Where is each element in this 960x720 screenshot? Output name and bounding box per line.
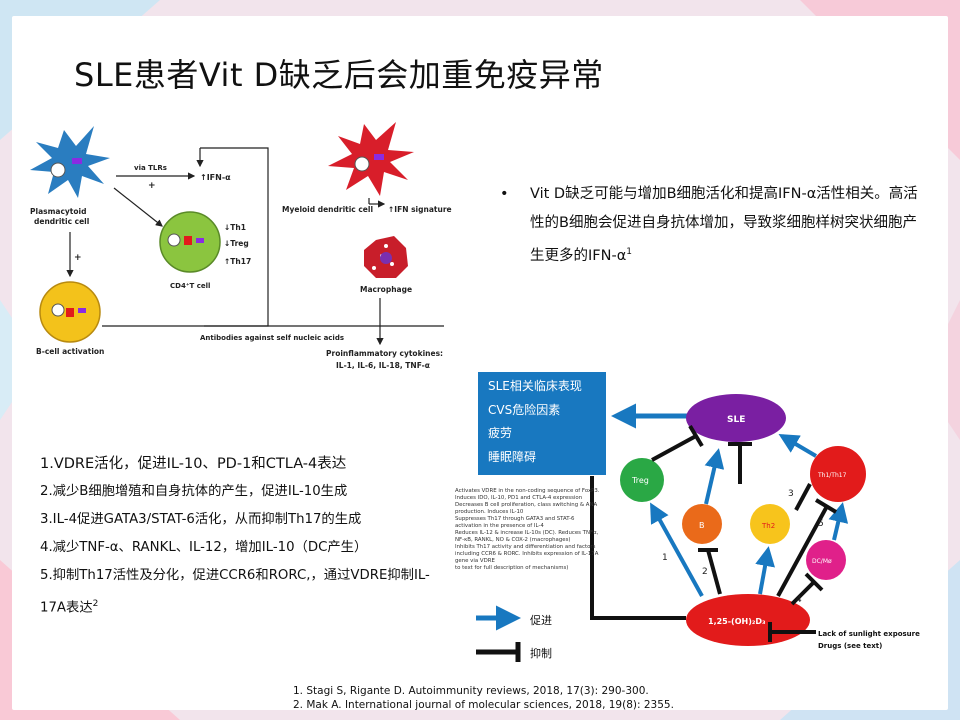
plus-sign-2: +	[74, 253, 82, 263]
mechanism-list: 1.VDRE活化，促进IL-10、PD-1和CTLA-4表达 2.减少B细胞增殖…	[40, 450, 445, 622]
mechanism-item-5: 5.抑制Th17活性及分化，促进CCR6和RORC,，通过VDRE抑制IL-17…	[40, 568, 430, 616]
detail-line: including CCR6 & RORC. Inhibits expressi…	[455, 551, 599, 557]
dc-mo-node	[806, 540, 846, 580]
myeloid-dc-label: Myeloid dendritic cell	[282, 205, 373, 214]
mech-num-2: 2	[702, 567, 708, 577]
detail-line: gene via VDRE	[455, 558, 495, 564]
th1-th17-label: Th1/Th17	[817, 472, 847, 479]
sle-node	[686, 394, 786, 442]
th17-label: ↑Th17	[224, 257, 251, 266]
detail-line: Induces IDO, IL-10, PD1 and CTLA-4 expre…	[455, 495, 583, 501]
detail-line: Inhibits Th17 activity and differentiati…	[455, 544, 596, 550]
bullet-sup: 1	[626, 247, 632, 257]
ifn-signature-label: ↑IFN signature	[388, 205, 452, 214]
ifn-alpha-label: ↑IFN-α	[200, 173, 231, 182]
mech-num-4: 4	[796, 595, 802, 605]
mech-num-3: 3	[788, 489, 794, 499]
plasmacytoid-dc-icon	[30, 126, 110, 198]
detail-line: Decreases B cell proliferation, class sw…	[455, 502, 598, 508]
th2-node	[750, 504, 790, 544]
vitd-mechanism-diagram: SLE Treg B Th2 Th1/Th17 DC/Mø 1,25-(OH)₂…	[476, 394, 920, 662]
pdc-label-2: dendritic cell	[34, 217, 89, 226]
bullet-text: Vit D缺乏可能与增加B细胞活化和提高IFN-α活性相关。高活性的B细胞会促进…	[530, 186, 918, 264]
detail-line: NF-κB, RANKL, NO & COX-2 (macrophages)	[455, 537, 571, 543]
legend-inhibit-label: 抑制	[530, 647, 552, 660]
th1-th17-node	[810, 446, 866, 502]
detail-line: activation in the presence of IL-4	[455, 523, 544, 529]
references: 1. Stagi S, Rigante D. Autoimmunity revi…	[293, 684, 674, 712]
macrophage-icon	[364, 236, 408, 278]
macrophage-label: Macrophage	[360, 285, 412, 294]
sle-clinical-line-1: SLE相关临床表现	[488, 379, 582, 393]
reference-1: 1. Stagi S, Rigante D. Autoimmunity revi…	[293, 685, 649, 697]
detail-line: Activates VDRE in the non-coding sequenc…	[455, 488, 600, 494]
drugs-label: Drugs (see text)	[818, 642, 882, 650]
mechanism-item-3: 3.IL-4促进GATA3/STAT-6活化，从而抑制Th17的生成	[40, 512, 362, 527]
detail-line: to text for full description of mechanis…	[455, 565, 569, 571]
b-activation-label: B-cell activation	[36, 347, 104, 356]
sle-clinical-line-3: 疲劳	[488, 426, 513, 440]
sle-clinical-line-2: CVS危险因素	[488, 402, 561, 417]
treg-label: ↓Treg	[224, 239, 249, 248]
detail-line: Suppresses Th17 through GATA3 and STAT-6	[455, 516, 575, 522]
myeloid-dc-icon	[328, 122, 414, 196]
lack-sunlight-label: Lack of sunlight exposure	[818, 630, 920, 638]
mechanism-item-4: 4.减少TNF-α、RANKL、IL-12，增加IL-10（DC产生）	[40, 540, 368, 555]
pdc-label-1: Plasmacytoid	[30, 207, 86, 216]
treg-node	[620, 458, 664, 502]
detail-line: Reduces IL-12 & increase IL-10s (DC). Re…	[455, 530, 599, 536]
mech-num-1: 1	[662, 553, 668, 563]
b-node	[682, 504, 722, 544]
b-node-label: B	[699, 521, 705, 530]
mechanism-item-2: 2.减少B细胞增殖和自身抗体的产生，促进IL-10生成	[40, 484, 348, 499]
treg-node-label: Treg	[631, 476, 649, 485]
bullet-dot: •	[500, 186, 509, 202]
slide-card	[12, 16, 948, 710]
reference-2: 2. Mak A. International journal of molec…	[293, 699, 674, 711]
mech-num-5: 5	[818, 519, 824, 529]
mechanism-item-1: 1.VDRE活化，促进IL-10、PD-1和CTLA-4表达	[40, 456, 347, 472]
mechanism-detail-text: Activates VDRE in the non-coding sequenc…	[455, 488, 603, 572]
vitd-label: 1,25-(OH)₂D₃	[708, 617, 766, 626]
cytokines-label-1: Proinflammatory cytokines:	[326, 349, 443, 358]
slide-title: SLE患者Vit D缺乏后会加重免疫异常	[74, 56, 604, 94]
sle-clinical-line-4: 睡眠障碍	[488, 449, 537, 464]
cd4-label: CD4⁺T cell	[170, 282, 210, 290]
sle-label: SLE	[727, 415, 745, 425]
plus-sign-1: +	[148, 181, 156, 191]
th2-node-label: Th2	[761, 522, 775, 530]
pathway-diagram: Plasmacytoid dendritic cell via TLRs + ↑…	[30, 122, 452, 370]
dc-mo-label: DC/Mø	[812, 558, 832, 565]
via-tlrs-label: via TLRs	[134, 164, 167, 172]
detail-line: production. Induces IL-10	[455, 509, 524, 515]
mechanism-sup: 2	[92, 599, 99, 609]
sle-clinical-box: SLE相关临床表现 CVS危险因素 疲劳 睡眠障碍	[478, 372, 606, 475]
th1-label: ↓Th1	[224, 223, 246, 232]
cytokines-label-2: IL-1, IL-6, IL-18, TNF-α	[336, 361, 430, 370]
legend-promote-label: 促进	[530, 614, 552, 627]
antibodies-label: Antibodies against self nucleic acids	[200, 334, 344, 342]
